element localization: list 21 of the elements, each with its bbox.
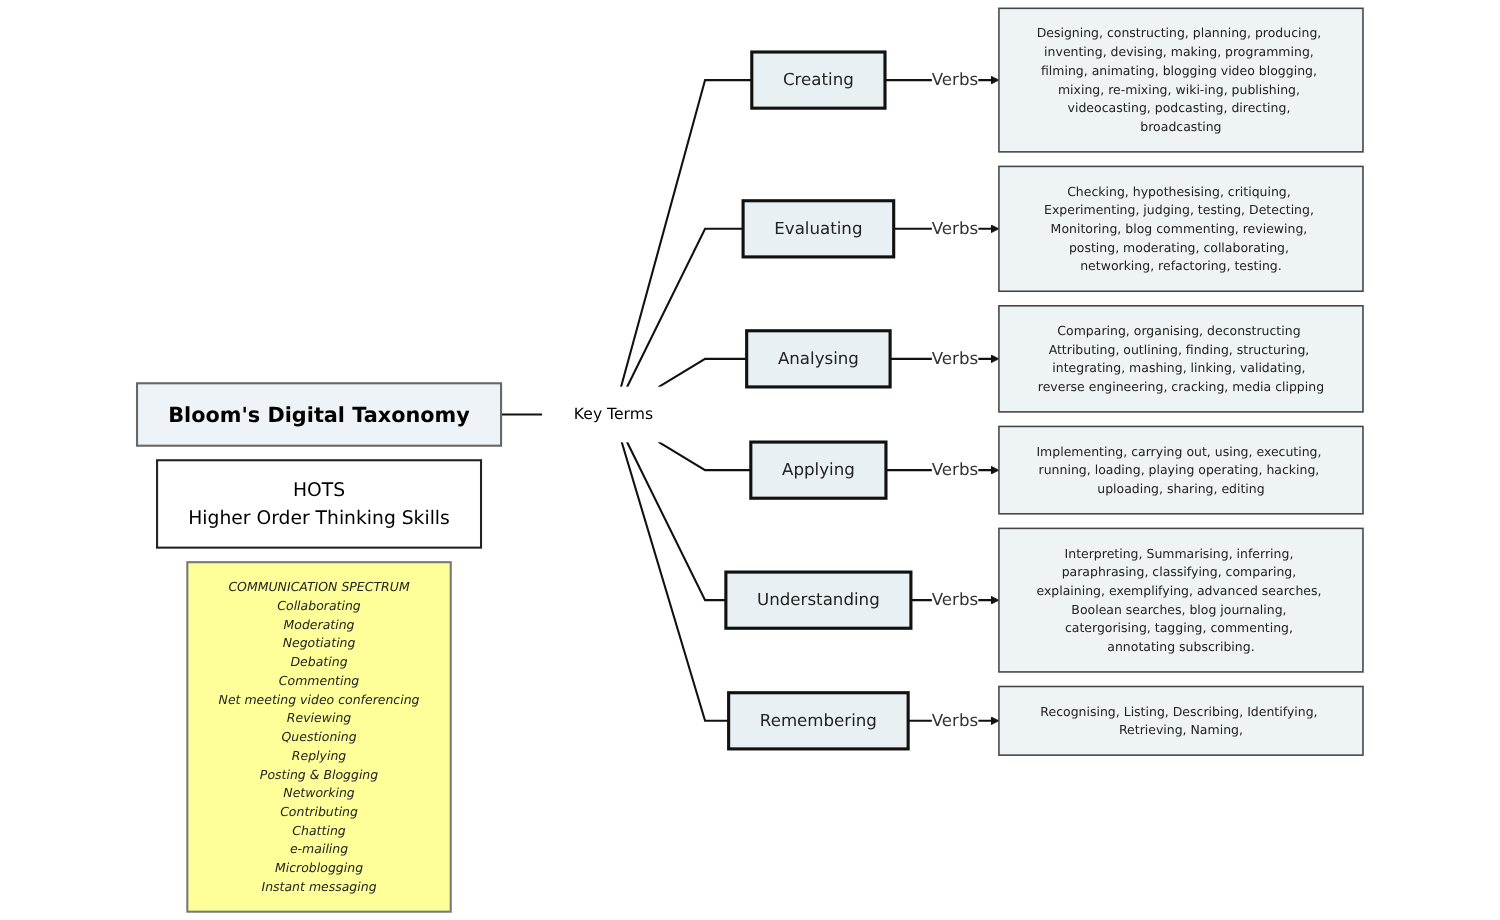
node-box: HOTS Higher Order Thinking Skills: [156, 459, 483, 549]
node-box: Evaluating: [741, 199, 896, 259]
edge-label: Verbs: [931, 589, 979, 610]
edge-label: Verbs: [931, 459, 979, 480]
edge-label: Verbs: [931, 710, 979, 731]
node-box: Analysing: [745, 329, 892, 389]
edge-label: Verbs: [931, 218, 979, 239]
connector: [626, 441, 726, 602]
connector: [501, 413, 543, 416]
node-box: Remembering: [727, 691, 910, 751]
node-box: Understanding: [724, 570, 913, 630]
edge-label: Verbs: [931, 69, 979, 90]
node-box: Applying: [749, 440, 888, 500]
connector: [657, 440, 751, 472]
connector: [657, 357, 747, 389]
connector: [619, 79, 752, 388]
node-box: Bloom's Digital Taxonomy: [136, 382, 503, 447]
node-box: Creating: [750, 50, 887, 110]
connector: [620, 441, 729, 722]
edge-label: Verbs: [931, 348, 979, 369]
connector: [626, 227, 744, 388]
